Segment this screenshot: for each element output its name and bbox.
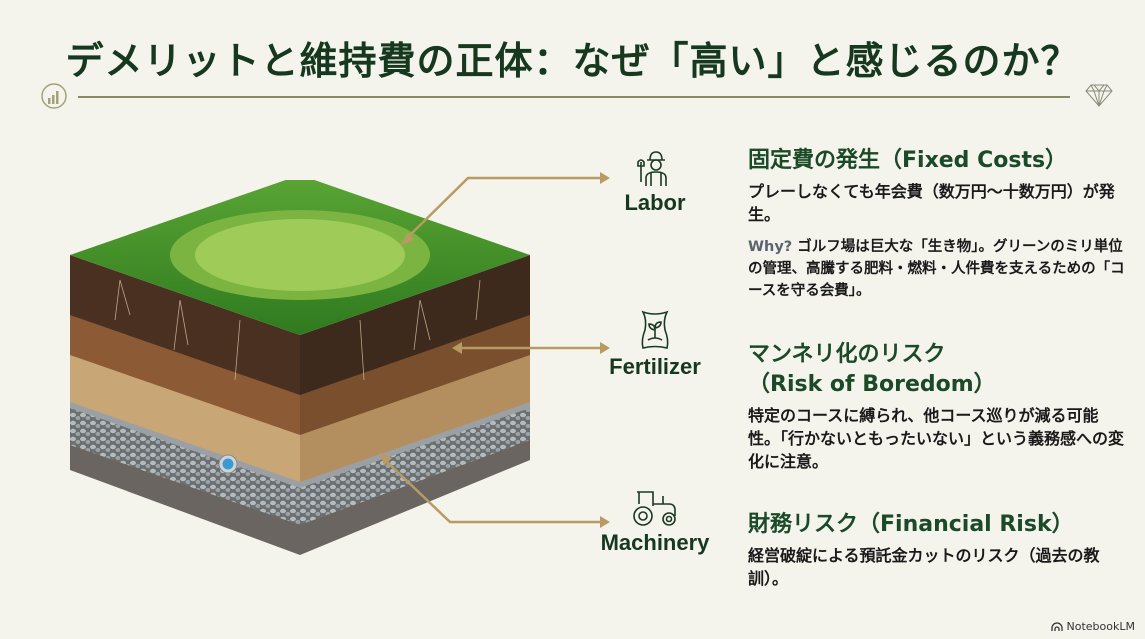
brand-label: NotebookLM	[1066, 620, 1135, 633]
cost-label-machinery: Machinery	[600, 530, 710, 555]
cost-node-fertilizer: Fertilizer	[590, 308, 720, 380]
section-risk-of-boredom: マンネリ化のリスク （Risk of Boredom） 特定のコースに縛られ、他…	[748, 340, 1128, 473]
boredom-heading-line2: （Risk of Boredom）	[748, 372, 996, 397]
cost-label-labor: Labor	[624, 190, 686, 215]
golf-green-cross-section-illustration	[70, 180, 530, 555]
diamond-icon	[1085, 84, 1113, 107]
financial-risk-body: 経営破綻による預託金カットのリスク（過去の教訓）。	[748, 546, 1100, 588]
why-label: Why?	[748, 239, 793, 255]
cost-node-machinery: Machinery	[590, 488, 720, 556]
fixed-costs-body: プレーしなくても年会費（数万円～十数万円）が発生。	[748, 182, 1115, 224]
financial-risk-heading: 財務リスク（Financial Risk）	[748, 512, 1074, 537]
why-text: ゴルフ場は巨大な「生き物」。グリーンのミリ単位の管理、高騰する肥料・燃料・人件費…	[748, 239, 1125, 299]
tractor-icon	[633, 491, 676, 526]
section-financial-risk: 財務リスク（Financial Risk） 経営破綻による預託金カットのリスク（…	[748, 510, 1128, 590]
title-divider	[78, 96, 1070, 98]
fertilizer-bag-icon	[641, 310, 669, 349]
cost-label-fertilizer: Fertilizer	[609, 354, 701, 379]
worker-with-shovel-icon	[637, 151, 667, 186]
boredom-heading-line1: マンネリ化のリスク	[748, 342, 946, 367]
fixed-costs-why: Why? ゴルフ場は巨大な「生き物」。グリーンのミリ単位の管理、高騰する肥料・燃…	[748, 236, 1128, 302]
page-title: デメリットと維持費の正体：なぜ「高い」と感じるのか？	[65, 39, 1080, 83]
notebooklm-logo-icon	[1050, 621, 1063, 631]
notebooklm-badge: NotebookLM	[1050, 620, 1135, 633]
boredom-body: 特定のコースに縛られ、他コース巡りが減る可能性。「行かないともったいない」という…	[748, 406, 1125, 471]
section-fixed-costs: 固定費の発生（Fixed Costs） プレーしなくても年会費（数万円～十数万円…	[748, 146, 1128, 302]
cost-node-labor: Labor	[590, 148, 720, 216]
fixed-costs-heading: 固定費の発生（Fixed Costs）	[748, 148, 1068, 173]
growth-chart-icon	[41, 83, 67, 109]
